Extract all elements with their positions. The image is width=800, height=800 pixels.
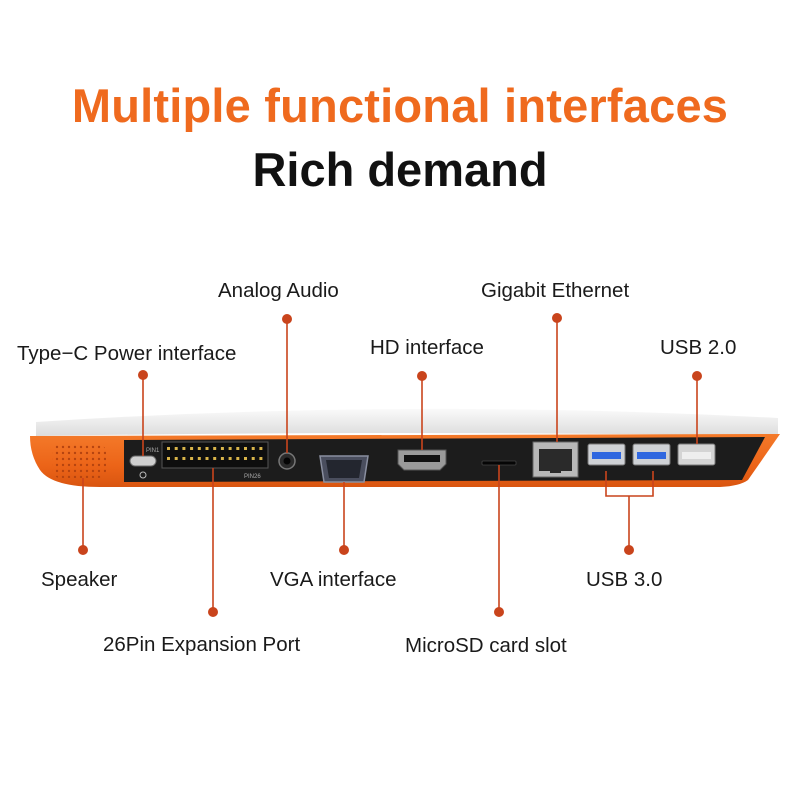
header-pin [251,447,255,450]
usb20-port-tongue [682,452,711,459]
label-hd-interface: HD interface [370,336,484,359]
header-pin [205,457,209,460]
header-pin [190,457,194,460]
dot-usb30 [624,545,634,555]
header-pins [167,447,263,460]
label-microsd: MicroSD card slot [405,634,567,657]
header-pin [228,457,232,460]
device-top-cover [36,408,778,436]
header-pin [259,457,263,460]
dot-analog-audio [282,314,292,324]
header-pin [190,447,194,450]
header-pin [220,457,224,460]
microsd-slot [481,460,517,466]
header-pin [251,457,255,460]
label-expansion-port: 26Pin Expansion Port [103,633,301,656]
page-title: Multiple functional interfaces [71,79,729,132]
header-pin [244,457,247,460]
header-pin [167,447,170,450]
header-pin [213,447,217,450]
dot-microsd [494,607,504,617]
header-pin [167,457,170,460]
header-pin [259,447,263,450]
label-type-c-power: Type−C Power interface [17,342,237,365]
power-icon [139,471,147,479]
speaker-grille [52,444,106,478]
header-pin [236,457,240,460]
audio-jack-hole [283,457,291,465]
header-pin [228,447,232,450]
dot-usb20 [692,371,702,381]
header-pin [197,457,201,460]
header-pin [236,447,240,450]
leader-dots [78,313,702,617]
dot-speaker [78,545,88,555]
label-analog-audio: Analog Audio [218,279,339,302]
header-pin [174,457,178,460]
header-pin [220,447,224,450]
usb30-port-1-tongue [592,452,621,459]
usb30-port-2-tongue [637,452,666,459]
header-pin [197,447,201,450]
leader-lines [82,318,698,612]
pin26-mark: PIN26 [244,474,261,480]
hdmi-port-inner [404,455,440,462]
label-speaker: Speaker [41,568,118,591]
label-vga-interface: VGA interface [270,568,397,591]
dot-expansion [208,607,218,617]
label-usb30: USB 3.0 [586,568,663,591]
header-pin [205,447,209,450]
dot-vga [339,545,349,555]
header-pin [182,457,186,460]
dot-type-c [138,370,148,380]
page-subtitle: Rich demand [252,143,548,196]
vga-port-inner [326,460,362,478]
pin1-mark: PIN1 [146,448,160,454]
expansion-header [161,441,269,469]
dot-hd [417,371,427,381]
type-c-port [129,455,157,467]
ethernet-port-inner [539,449,572,471]
ethernet-latch [550,468,561,473]
header-pin [174,447,178,450]
dot-ethernet [552,313,562,323]
header-pin [244,447,247,450]
header-pin [182,447,186,450]
header-pin [213,457,217,460]
label-gigabit-ethernet: Gigabit Ethernet [481,279,630,302]
label-usb20: USB 2.0 [660,336,737,359]
